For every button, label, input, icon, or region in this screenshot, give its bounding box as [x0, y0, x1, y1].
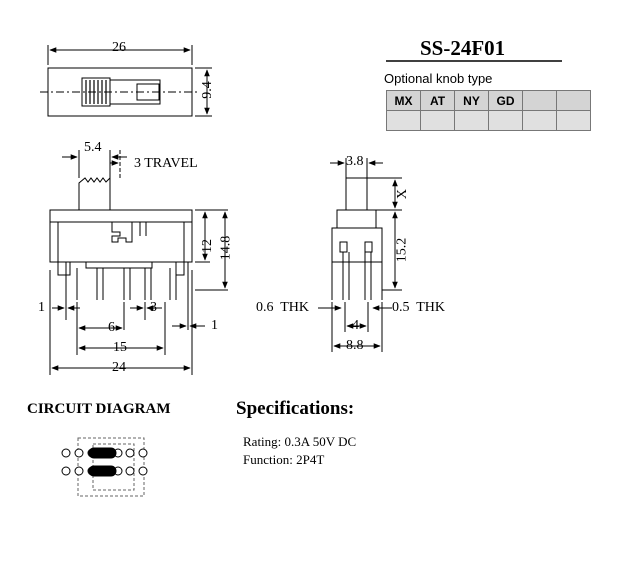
- knob-blank-cell: [522, 110, 557, 131]
- knob-type-cell: NY: [454, 90, 489, 111]
- knob-blank-cell: [454, 110, 489, 131]
- side-view: [318, 158, 402, 352]
- dim-pin-span-15: 15: [113, 340, 127, 355]
- dim-pin-pitch: 3: [150, 300, 157, 315]
- dim-top-width: 26: [112, 40, 126, 55]
- dim-side-body: 8.8: [346, 338, 364, 353]
- dim-thk-left: 0.6 THK: [256, 300, 310, 315]
- knob-blank-cell: [386, 110, 421, 131]
- spec-title: Specifications:: [236, 398, 355, 419]
- dim-overall-24: 24: [112, 360, 126, 375]
- dim-total-height: 14.8: [218, 235, 234, 261]
- dim-pin-edge-right: 1: [211, 318, 218, 333]
- front-view: [49, 150, 228, 375]
- knob-blank-cell: [420, 110, 455, 131]
- knob-caption: Optional knob type: [384, 71, 493, 86]
- knob-type-cell: GD: [488, 90, 523, 111]
- dim-pin-edge-left: 1: [38, 300, 45, 315]
- knob-blank-cell: [556, 110, 591, 131]
- dim-side-pin-4: 4: [352, 318, 359, 333]
- dim-pin-span-6: 6: [108, 320, 115, 335]
- knob-blank-cell: [488, 110, 523, 131]
- dim-side-knob: 3.8: [346, 154, 364, 169]
- spec-rating: Rating: 0.3A 50V DC: [243, 434, 357, 449]
- model-title: SS-24F01: [420, 36, 506, 60]
- circuit-diagram: [61, 437, 148, 497]
- dim-side-x: X: [395, 188, 411, 200]
- knob-type-table: MX AT NY GD: [386, 90, 591, 131]
- knob-type-cell: [556, 90, 591, 111]
- top-view: [40, 45, 212, 117]
- spec-function: Function: 2P4T: [243, 452, 325, 467]
- dim-knob-width: 5.4: [84, 140, 102, 155]
- knob-type-cell: MX: [386, 90, 421, 111]
- dim-thk-right: 0.5 THK: [392, 300, 446, 315]
- dim-top-height: 9.4: [199, 81, 215, 99]
- knob-type-cell: AT: [420, 90, 455, 111]
- dim-side-height: 15.2: [394, 237, 410, 263]
- circuit-title: CIRCUIT DIAGRAM: [27, 401, 171, 417]
- knob-type-cell: [522, 90, 557, 111]
- dim-travel: 3 TRAVEL: [134, 156, 198, 171]
- dim-body-height: 12: [200, 239, 215, 253]
